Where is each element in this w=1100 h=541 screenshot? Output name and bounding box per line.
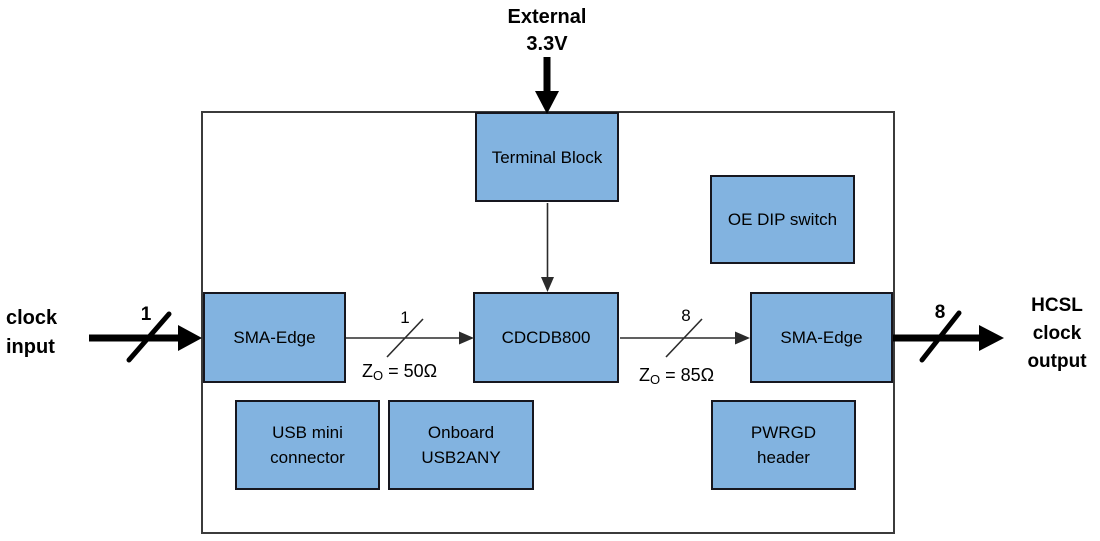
onboard-usb2any-line1: Onboard <box>427 423 495 442</box>
oe-dip-switch-block: OE DIP switch <box>710 175 855 264</box>
impedance-output-symbol: Z <box>639 365 650 385</box>
clock-input-label: clock input <box>6 304 86 362</box>
sma-edge-input-label: SMA-Edge <box>233 328 316 347</box>
impedance-input-value: = 50Ω <box>383 361 438 381</box>
clock-input-arrow-icon <box>89 311 202 363</box>
external-supply-label: External 3.3V <box>467 4 627 58</box>
impedance-output-subscript: O <box>650 372 661 387</box>
pwrgd-header-line2: header <box>757 448 810 467</box>
external-supply-line2: 3.3V <box>526 33 568 55</box>
cdcdb800-block: CDCDB800 <box>473 292 619 383</box>
impedance-input-subscript: O <box>373 368 384 383</box>
hcsl-output-line3: output <box>1027 351 1087 372</box>
terminal-block: Terminal Block <box>475 112 619 202</box>
onboard-usb2any-block: Onboard USB2ANY <box>388 400 534 490</box>
pwrgd-header-block: PWRGD header <box>711 400 856 490</box>
sma-to-cdcdb800-arrow-icon <box>346 318 474 358</box>
sma-edge-output-block: SMA-Edge <box>750 292 893 383</box>
cdcdb800-to-sma-arrow-icon <box>620 318 750 358</box>
usb-mini-connector-block: USB mini connector <box>235 400 380 490</box>
impedance-output-label: ZO = 85Ω <box>639 365 715 387</box>
impedance-output-value: = 85Ω <box>660 365 715 385</box>
bus-width-clock-input: 1 <box>140 304 152 325</box>
onboard-usb2any-line2: USB2ANY <box>421 448 501 467</box>
sma-edge-input-block: SMA-Edge <box>203 292 346 383</box>
pwrgd-header-line1: PWRGD <box>750 423 817 442</box>
impedance-input-label: ZO = 50Ω <box>362 361 438 383</box>
bus-width-cdcdb800-to-sma: 8 <box>681 306 691 325</box>
external-supply-arrow-icon <box>535 57 559 114</box>
clock-input-line2: input <box>6 336 55 358</box>
hcsl-output-arrow-icon <box>893 310 1004 363</box>
usb-mini-connector-line2: connector <box>270 448 345 467</box>
hcsl-output-label: HCSL clock output <box>1014 292 1100 376</box>
external-supply-line1: External <box>507 6 587 28</box>
bus-width-hcsl-output: 8 <box>934 302 946 323</box>
cdcdb800-label: CDCDB800 <box>501 328 591 347</box>
hcsl-output-line1: HCSL <box>1031 295 1083 316</box>
usb-mini-connector-line1: USB mini <box>272 423 343 442</box>
impedance-input-symbol: Z <box>362 361 373 381</box>
terminal-block-label: Terminal Block <box>491 147 603 167</box>
oe-dip-switch-label: OE DIP switch <box>727 210 838 229</box>
sma-edge-output-label: SMA-Edge <box>780 328 863 347</box>
clock-input-line1: clock <box>6 307 58 329</box>
hcsl-output-line2: clock <box>1032 323 1082 344</box>
bus-width-sma-to-cdcdb800: 1 <box>400 308 410 327</box>
terminal-to-cdcdb800-arrow-icon <box>541 203 554 292</box>
